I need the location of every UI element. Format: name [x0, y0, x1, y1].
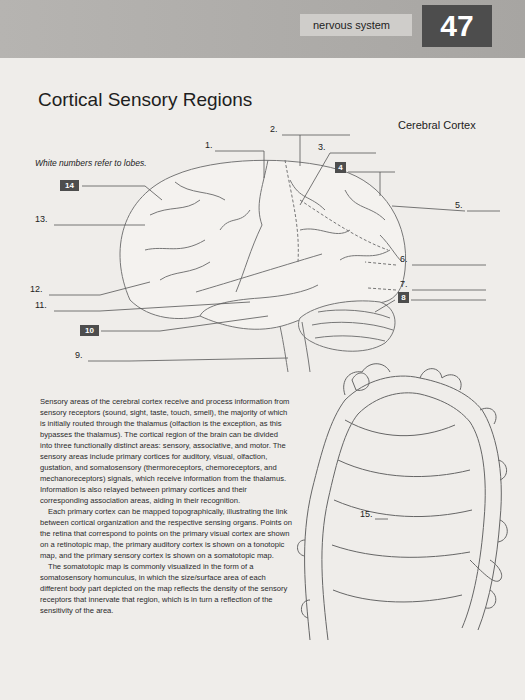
callout-number: 12.: [30, 285, 43, 295]
body-paragraph: Each primary cortex can be mapped topogr…: [40, 506, 292, 561]
page-title: Cortical Sensory Regions: [38, 90, 252, 111]
callout-number: 9.: [75, 351, 83, 361]
callout-number: 6.: [400, 255, 408, 265]
callout-number: 13.: [35, 215, 48, 225]
callout-number: 3.: [318, 143, 326, 153]
box-number: 4: [338, 164, 342, 172]
box-number: 47: [440, 11, 473, 41]
box-number: 8: [401, 294, 405, 302]
callout-number: 11.: [35, 301, 47, 311]
header-band: [0, 0, 525, 58]
instruction-note: White numbers refer to lobes.: [35, 159, 147, 168]
brain-drawing: [120, 160, 406, 372]
lobe-number-box: 14: [60, 180, 79, 191]
leader-lines: [100, 135, 465, 361]
box-number: 10: [85, 327, 94, 335]
label-lines: [49, 135, 500, 519]
callout-number: 1.: [205, 141, 213, 151]
lobe-number-box: 4: [335, 162, 346, 173]
body-paragraph: Sensory areas of the cerebral cortex rec…: [40, 396, 292, 506]
callout-number: 15.: [360, 510, 373, 520]
callout-number: 7.: [400, 280, 408, 290]
callout-number: 2.: [270, 125, 278, 135]
box-number: 14: [65, 182, 74, 190]
body-paragraph: The somatotopic map is commonly visualiz…: [40, 561, 292, 616]
header-tab: [300, 14, 412, 36]
homunculus-drawing: [298, 364, 508, 640]
callout-number: 5.: [455, 201, 463, 211]
lobe-number-box: 10: [80, 325, 99, 336]
section-name: nervous system: [313, 19, 390, 31]
diagram-heading: Cerebral Cortex: [398, 119, 476, 131]
page-number-box: 47: [422, 5, 492, 47]
lobe-number-box: 8: [398, 292, 409, 303]
